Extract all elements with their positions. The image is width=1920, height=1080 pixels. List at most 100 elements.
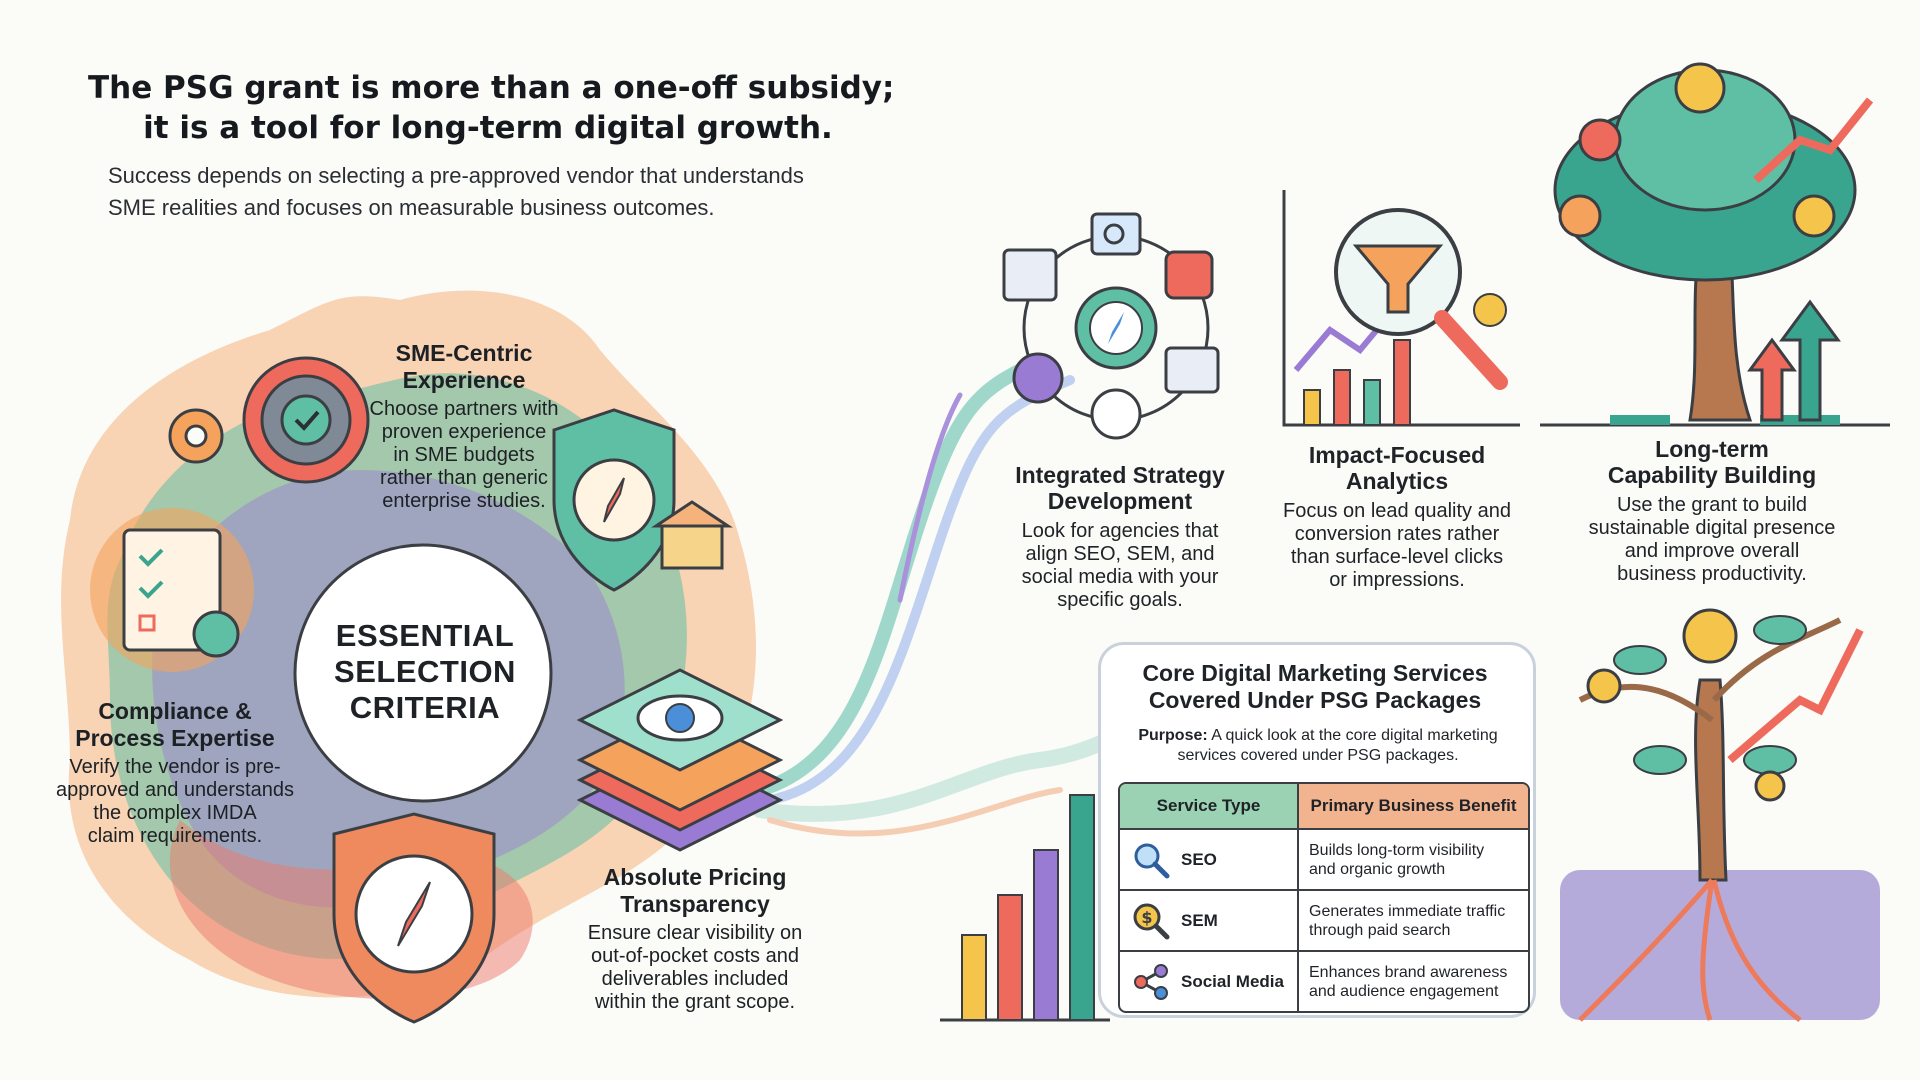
share-icon bbox=[1090, 388, 1142, 440]
desc-line: enterprise studies. bbox=[382, 490, 546, 512]
criterion-compliance: Compliance & Process Expertise Verify th… bbox=[40, 698, 310, 848]
step-title: Impact-Focused Analytics bbox=[1262, 442, 1532, 494]
benefit-cell: Builds long-torm visibility and organic … bbox=[1299, 828, 1528, 889]
center-label-line: SELECTION bbox=[334, 654, 516, 689]
criteria-center-label: ESSENTIAL SELECTION CRITERIA bbox=[300, 618, 550, 726]
desc-line: Verify the vendor is pre- bbox=[69, 756, 281, 778]
small-gear-icon bbox=[168, 408, 224, 464]
title-line: Impact-Focused bbox=[1308, 442, 1486, 468]
institution-icon bbox=[651, 500, 733, 570]
gear-icon bbox=[242, 356, 370, 484]
benefit-line: Builds long-torm visibility bbox=[1309, 841, 1485, 859]
desc-line: Ensure clear visibility on bbox=[587, 922, 803, 944]
shield-compass-icon bbox=[552, 408, 676, 592]
desc-line: sustainable digital presence bbox=[1588, 517, 1836, 539]
benefit-line: through paid search bbox=[1309, 921, 1451, 939]
criterion-sme-centric: SME-Centric Experience Choose partners w… bbox=[354, 340, 574, 513]
service-cell: Social Media bbox=[1120, 950, 1299, 1011]
eye-stack-icon bbox=[576, 668, 784, 852]
dollar-coin-icon bbox=[1674, 62, 1726, 114]
benefit-line: Generates immediate traffic bbox=[1309, 902, 1506, 920]
step-impact-analytics: Impact-Focused Analytics Focus on lead q… bbox=[1262, 442, 1532, 592]
center-label-line: ESSENTIAL bbox=[335, 618, 515, 653]
dollar-coin-icon bbox=[1586, 668, 1622, 704]
title-line: Development bbox=[1047, 488, 1193, 514]
step-capability-building: Long-term Capability Building Use the gr… bbox=[1562, 436, 1862, 586]
table-row: Social Media Enhances brand awareness an… bbox=[1120, 950, 1528, 1011]
service-cell: $ SEM bbox=[1120, 889, 1299, 950]
criterion-title: Compliance & Process Expertise bbox=[40, 698, 310, 752]
analytics-funnel-icon bbox=[1282, 190, 1520, 427]
dollar-coin-icon bbox=[1792, 194, 1836, 238]
headline-line: it is a tool for long-term digital growt… bbox=[143, 110, 833, 146]
dollar-coin-icon bbox=[1558, 194, 1602, 238]
growth-bars-icon bbox=[940, 794, 1110, 1022]
desc-line: and improve overall bbox=[1624, 540, 1800, 562]
browser-window-icon bbox=[1164, 346, 1220, 394]
thumbs-up-icon bbox=[1164, 250, 1214, 300]
title-line: Analytics bbox=[1345, 468, 1449, 494]
benefit-cell: Generates immediate traffic through paid… bbox=[1299, 889, 1528, 950]
desc-line: conversion rates rather bbox=[1294, 523, 1500, 545]
desc-line: than surface-level clicks bbox=[1290, 546, 1504, 568]
up-arrow-icon bbox=[1779, 299, 1841, 422]
service-name: Social Media bbox=[1181, 971, 1284, 991]
title-line: SME-Centric bbox=[395, 340, 533, 366]
criterion-pricing: Absolute Pricing Transparency Ensure cle… bbox=[560, 864, 830, 1014]
title-line: Transparency bbox=[620, 891, 770, 917]
heart-icon bbox=[1012, 352, 1064, 404]
table-row: $ SEM Generates immediate traffic throug… bbox=[1120, 889, 1528, 950]
column-header: Service Type bbox=[1120, 784, 1299, 828]
desc-line: Use the grant to build bbox=[1616, 494, 1808, 516]
service-name: SEO bbox=[1181, 849, 1217, 869]
shield-compass-icon bbox=[332, 812, 496, 1024]
dollar-coin-icon bbox=[1578, 118, 1622, 162]
dollar-coin-icon bbox=[1682, 608, 1738, 664]
document-window-icon bbox=[1002, 248, 1058, 302]
subline-line: Success depends on selecting a pre-appro… bbox=[108, 163, 804, 188]
magnifier-icon bbox=[1134, 843, 1170, 878]
dollar-coin-icon bbox=[1754, 770, 1786, 802]
title-line: Compliance & bbox=[98, 698, 252, 724]
desc-line: align SEO, SEM, and bbox=[1025, 543, 1215, 565]
step-description: Use the grant to build sustainable digit… bbox=[1562, 494, 1862, 586]
rooted-tree-icon bbox=[1560, 608, 1880, 1022]
title-line: Covered Under PSG Packages bbox=[1148, 687, 1482, 713]
desc-line: approved and understands bbox=[56, 779, 294, 801]
desc-line: claim requirements. bbox=[87, 825, 263, 847]
column-header: Primary Business Benefit bbox=[1299, 784, 1528, 828]
title-line: Absolute Pricing bbox=[603, 864, 787, 890]
services-table: Service Type Primary Business Benefit SE… bbox=[1118, 782, 1530, 1013]
table-row: SEO Builds long-torm visibility and orga… bbox=[1120, 828, 1528, 889]
desc-line: deliverables included bbox=[601, 968, 789, 990]
title-line: Experience bbox=[402, 367, 526, 393]
services-card-purpose: Purpose: A quick look at the core digita… bbox=[1128, 726, 1508, 766]
desc-line: Focus on lead quality and bbox=[1283, 500, 1511, 522]
services-card bbox=[1098, 642, 1536, 1018]
criterion-description: Ensure clear visibility on out-of-pocket… bbox=[560, 922, 830, 1014]
desc-line: proven experience bbox=[381, 421, 547, 443]
desc-line: business productivity. bbox=[1617, 563, 1807, 585]
step-title: Integrated Strategy Development bbox=[990, 462, 1250, 514]
desc-line: in SME budgets bbox=[393, 444, 535, 466]
subline-line: SME realities and focuses on measurable … bbox=[108, 195, 715, 220]
step-description: Focus on lead quality and conversion rat… bbox=[1262, 500, 1532, 592]
desc-line: Choose partners with bbox=[369, 398, 559, 420]
flow-ribbons bbox=[752, 353, 1208, 837]
benefit-line: and organic growth bbox=[1309, 860, 1446, 878]
criterion-title: SME-Centric Experience bbox=[354, 340, 574, 394]
service-cell: SEO bbox=[1120, 828, 1299, 889]
checklist-document-icon bbox=[90, 508, 254, 672]
headline-line: The PSG grant is more than a one-off sub… bbox=[88, 70, 895, 106]
step-title: Long-term Capability Building bbox=[1562, 436, 1862, 488]
step-integrated-strategy: Integrated Strategy Development Look for… bbox=[990, 462, 1250, 612]
title-line: Capability Building bbox=[1607, 462, 1817, 488]
table-header-row: Service Type Primary Business Benefit bbox=[1120, 784, 1528, 828]
page-headline: The PSG grant is more than a one-off sub… bbox=[88, 68, 895, 148]
criterion-description: Choose partners with proven experience i… bbox=[354, 398, 574, 513]
desc-line: the complex IMDA bbox=[93, 802, 257, 824]
step-description: Look for agencies that align SEO, SEM, a… bbox=[990, 520, 1250, 612]
criterion-description: Verify the vendor is pre- approved and u… bbox=[40, 756, 310, 848]
title-line: Long-term bbox=[1655, 436, 1769, 462]
